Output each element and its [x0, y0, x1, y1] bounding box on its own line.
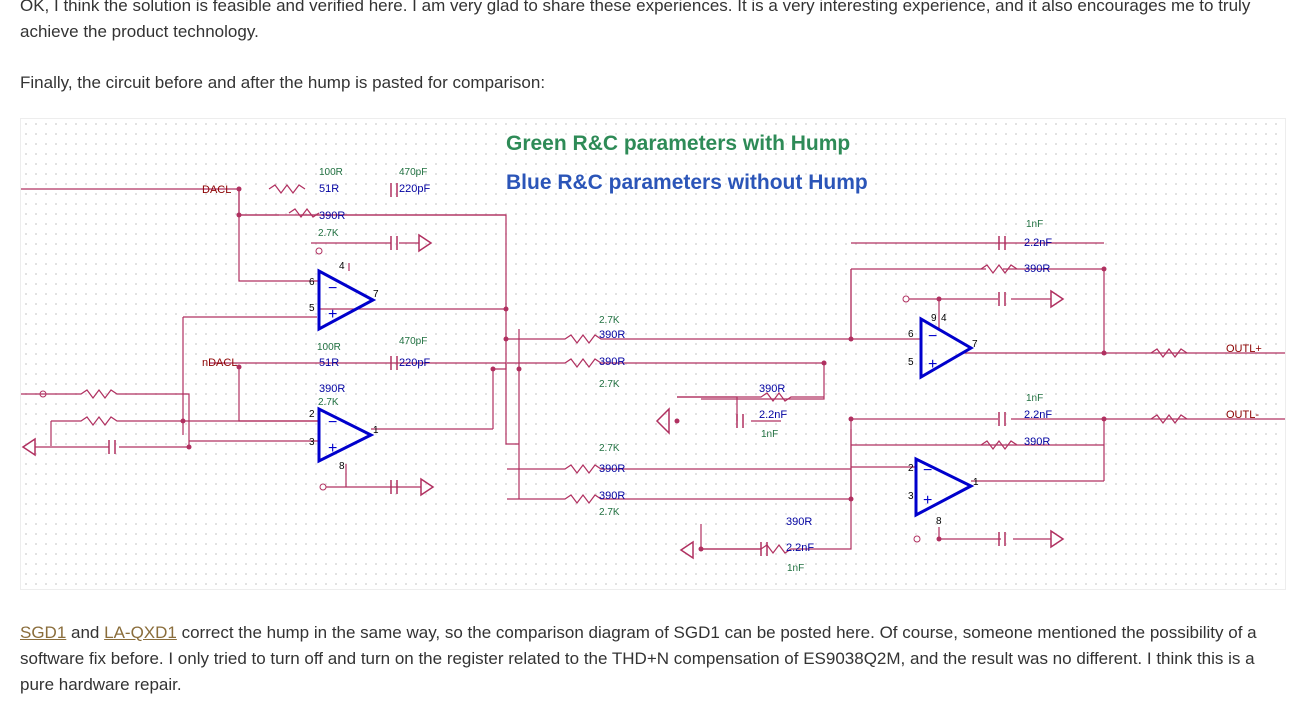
svg-text:2.7K: 2.7K — [318, 397, 339, 408]
svg-text:390R: 390R — [599, 490, 625, 502]
svg-text:6: 6 — [309, 277, 315, 288]
svg-text:2.2nF: 2.2nF — [786, 542, 814, 554]
svg-text:4: 4 — [339, 261, 345, 272]
svg-text:6: 6 — [908, 329, 914, 340]
svg-text:390R: 390R — [319, 210, 345, 222]
paragraph-conclusion-rest: correct the hump in the same way, so the… — [20, 623, 1257, 694]
svg-text:1: 1 — [973, 477, 979, 488]
svg-text:220pF: 220pF — [399, 357, 430, 369]
svg-text:−: − — [928, 328, 937, 345]
opamps — [317, 268, 975, 518]
svg-text:470pF: 470pF — [399, 167, 427, 178]
blue-values: 51R 220pF 390R 51R 220pF 390R 390R 390R … — [319, 183, 1052, 554]
svg-text:4: 4 — [941, 313, 947, 324]
svg-text:390R: 390R — [1024, 436, 1050, 448]
svg-text:2.7K: 2.7K — [599, 379, 620, 390]
link-sgd1[interactable]: SGD1 — [20, 623, 67, 642]
paragraph-conclusion-and: and — [66, 623, 105, 642]
junction-dots — [180, 186, 1107, 552]
svg-text:8: 8 — [936, 516, 942, 527]
svg-text:+: + — [328, 306, 337, 323]
svg-text:2.2nF: 2.2nF — [1024, 409, 1052, 421]
capacitors — [21, 183, 1065, 560]
svg-text:2.7K: 2.7K — [599, 315, 620, 326]
svg-text:1nF: 1nF — [761, 429, 778, 440]
svg-text:2.7K: 2.7K — [599, 443, 620, 454]
wires — [21, 184, 1285, 554]
svg-text:51R: 51R — [319, 357, 339, 369]
opamp-u2b — [914, 456, 975, 518]
net-label-ndacl: nDACL — [202, 357, 237, 369]
circuit-comparison-diagram: 6 5 7 4 2 3 1 8 6 5 7 9 4 2 3 1 8 − + − … — [20, 118, 1286, 590]
svg-text:−: − — [923, 462, 932, 479]
svg-text:5: 5 — [309, 303, 315, 314]
svg-text:+: + — [923, 492, 932, 509]
svg-text:100R: 100R — [317, 342, 341, 353]
svg-text:390R: 390R — [599, 329, 625, 341]
svg-text:390R: 390R — [319, 383, 345, 395]
svg-text:390R: 390R — [786, 516, 812, 528]
schematic-svg: 6 5 7 4 2 3 1 8 6 5 7 9 4 2 3 1 8 − + − … — [21, 130, 1285, 574]
svg-text:390R: 390R — [599, 463, 625, 475]
svg-text:2: 2 — [908, 463, 914, 474]
opamp-u1b — [317, 406, 375, 464]
svg-text:9: 9 — [931, 313, 937, 324]
svg-text:2.7K: 2.7K — [599, 507, 620, 518]
svg-text:7: 7 — [972, 339, 978, 350]
svg-text:2.2nF: 2.2nF — [759, 409, 787, 421]
svg-text:100R: 100R — [319, 167, 343, 178]
svg-text:7: 7 — [373, 289, 379, 300]
svg-text:2.2nF: 2.2nF — [1024, 237, 1052, 249]
svg-text:3: 3 — [309, 437, 315, 448]
svg-text:3: 3 — [908, 491, 914, 502]
pin-numbers: 6 5 7 4 2 3 1 8 6 5 7 9 4 2 3 1 8 − + − … — [309, 261, 979, 527]
svg-text:1nF: 1nF — [1026, 219, 1043, 230]
net-label-outl-plus: OUTL+ — [1226, 343, 1262, 355]
paragraph-intro: OK, I think the solution is feasible and… — [20, 0, 1251, 41]
title-without-hump: Blue R&C parameters without Hump — [506, 171, 868, 194]
opamp-u2a — [919, 316, 974, 380]
svg-text:470pF: 470pF — [399, 336, 427, 347]
svg-text:−: − — [328, 414, 337, 431]
green-values: 100R 470pF 2.7K 100R 470pF 2.7K 2.7K 2.7… — [317, 167, 1043, 574]
svg-text:1nF: 1nF — [787, 563, 804, 574]
svg-text:390R: 390R — [759, 383, 785, 395]
svg-text:1: 1 — [373, 425, 379, 436]
svg-text:2: 2 — [309, 409, 315, 420]
svg-text:8: 8 — [339, 461, 345, 472]
svg-text:390R: 390R — [599, 356, 625, 368]
net-label-dacl: DACL — [202, 184, 231, 196]
svg-text:390R: 390R — [1024, 263, 1050, 275]
net-label-outl-minus: OUTL- — [1226, 409, 1259, 421]
link-la-qxd1[interactable]: LA-QXD1 — [104, 623, 177, 642]
title-with-hump: Green R&C parameters with Hump — [506, 132, 850, 155]
svg-text:+: + — [328, 440, 337, 457]
paragraph-comparison-intro: Finally, the circuit before and after th… — [20, 73, 546, 92]
svg-text:51R: 51R — [319, 183, 339, 195]
paragraph-conclusion: SGD1 and LA-QXD1 correct the hump in the… — [20, 620, 1290, 698]
opamp-u1a — [317, 268, 377, 332]
svg-text:220pF: 220pF — [399, 183, 430, 195]
open-terminals — [39, 247, 921, 543]
svg-text:−: − — [328, 280, 337, 297]
svg-text:5: 5 — [908, 357, 914, 368]
svg-text:+: + — [928, 356, 937, 373]
svg-text:2.7K: 2.7K — [318, 228, 339, 239]
svg-text:1nF: 1nF — [1026, 393, 1043, 404]
